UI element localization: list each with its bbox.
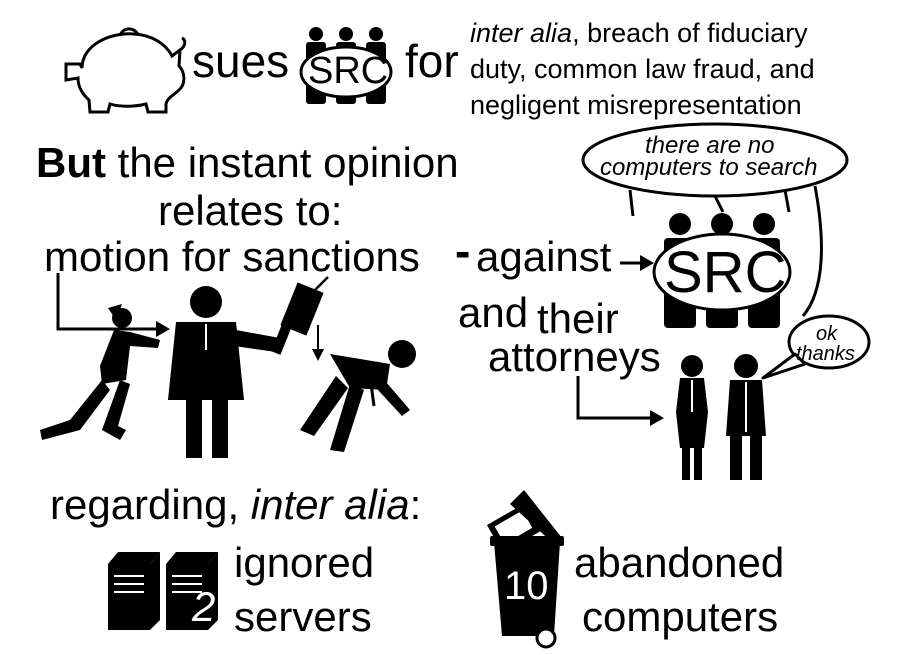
- claims-line-3: negligent misrepresentation: [470, 90, 802, 120]
- claims-line1-rest: , breach of fiduciary: [572, 18, 808, 48]
- claims-line-1: inter alia, breach of fiduciary: [470, 20, 808, 47]
- but-word: But: [36, 139, 106, 186]
- servers-line-1: ignored: [234, 539, 375, 586]
- attorney-speech-line-2: thanks: [796, 343, 855, 365]
- computer-count: 10: [504, 564, 549, 608]
- src-speech-line-2: computers to search: [600, 154, 818, 181]
- dash-text: -: [455, 225, 471, 277]
- sues-text: sues: [192, 35, 290, 87]
- computers-line-2: computers: [582, 593, 779, 640]
- heading-line-2: relates to:: [158, 187, 343, 234]
- computers-line-1: abandoned: [574, 539, 785, 586]
- against-arrow: [620, 255, 654, 271]
- attorneys-arrow: [576, 376, 664, 426]
- and-text: and: [458, 289, 529, 336]
- src-speech-line-1: there are no: [645, 132, 775, 159]
- src-label-large: SRC: [664, 240, 787, 305]
- attorneys-figures-icon: [676, 354, 766, 480]
- against-text: against: [476, 233, 612, 280]
- heading-line1-rest: the instant opinion: [105, 139, 459, 186]
- their-text: their: [537, 295, 619, 342]
- claims-line-2: duty, common law fraud, and: [470, 54, 815, 84]
- server-count: 2: [192, 583, 216, 630]
- attorney-speech-line-1: ok: [816, 323, 838, 345]
- attorneys-text: attorneys: [488, 333, 661, 380]
- regarding-inter-alia: inter alia: [250, 481, 410, 528]
- regarding-text: regarding,: [50, 481, 251, 528]
- servers-icon: [108, 552, 218, 630]
- attorney-speech-bubble: [761, 314, 871, 380]
- sanctions-scene-icon: [40, 282, 416, 458]
- servers-line-2: servers: [234, 593, 372, 640]
- claims-inter-alia: inter alia: [470, 18, 573, 48]
- motion-text: motion for sanctions: [44, 233, 420, 280]
- src-speech-bubble: [581, 122, 849, 317]
- regarding-line: regarding, inter alia:: [50, 484, 421, 526]
- trash-bin-icon: [486, 490, 564, 649]
- src-label-top: SRC: [308, 50, 389, 92]
- piggy-bank-icon: [64, 27, 187, 114]
- for-text: for: [405, 35, 459, 87]
- src-board-icon-large: [652, 213, 792, 328]
- heading-line-1: But the instant opinion: [36, 142, 459, 184]
- src-board-icon: [299, 27, 393, 104]
- regarding-colon: :: [409, 481, 422, 528]
